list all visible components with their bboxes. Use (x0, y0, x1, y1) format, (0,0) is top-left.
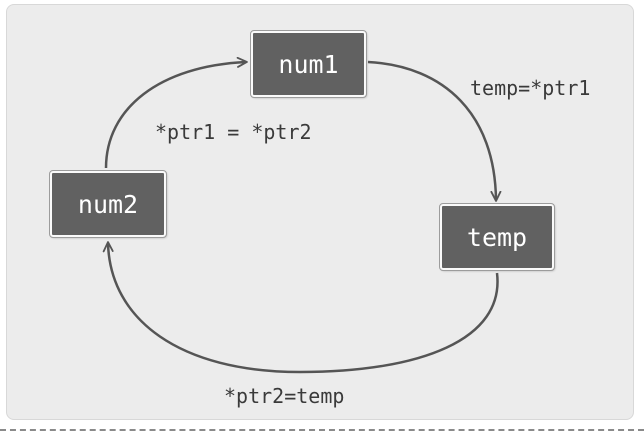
node-num2: num2 (49, 170, 167, 238)
arrow-num1-to-temp (367, 60, 502, 202)
node-num1: num1 (250, 30, 367, 98)
edge-label-num1-to-temp: temp=*ptr1 (470, 76, 591, 100)
arrow-num2-to-num1 (104, 56, 248, 169)
dashed-divider (0, 429, 644, 431)
arrow-temp-to-num2 (102, 241, 499, 374)
edge-label-num2-to-num1: *ptr1 = *ptr2 (155, 120, 312, 144)
edge-label-temp-to-num2: *ptr2=temp (224, 384, 345, 408)
node-temp: temp (439, 203, 555, 271)
